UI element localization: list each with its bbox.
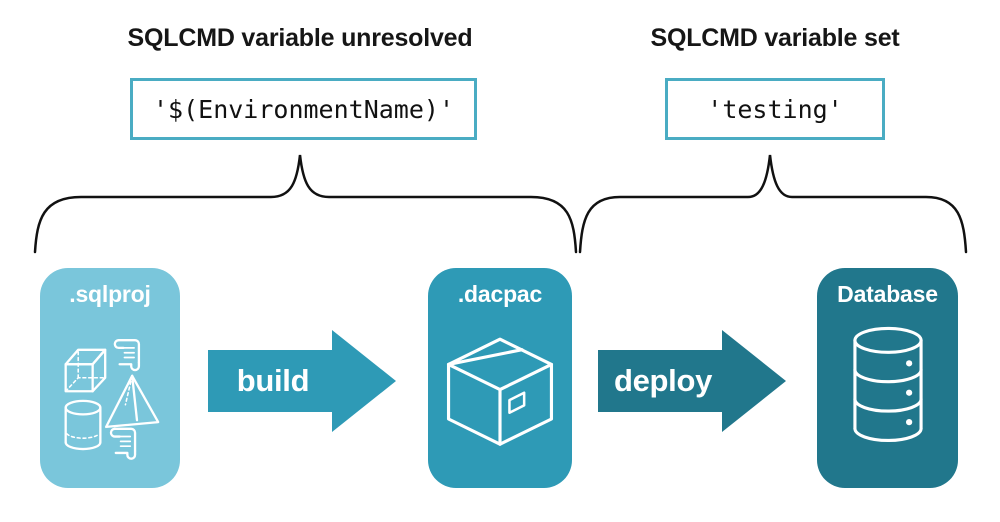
code-box-environment-variable: '$(EnvironmentName)' bbox=[130, 78, 477, 140]
script-scroll-icon bbox=[109, 427, 137, 460]
left-brace bbox=[33, 154, 578, 254]
build-arrow-label: build bbox=[236, 363, 310, 398]
node-database-label: Database bbox=[837, 281, 938, 307]
deploy-arrow-label: deploy bbox=[613, 363, 713, 398]
heading-variable-set: SQLCMD variable set bbox=[650, 23, 900, 52]
code-box-testing-value: 'testing' bbox=[665, 78, 885, 140]
deploy-arrow bbox=[598, 330, 786, 432]
code-text-set: 'testing' bbox=[707, 94, 843, 124]
build-arrow bbox=[208, 330, 396, 432]
node-dacpac: .dacpac bbox=[428, 268, 572, 488]
pyramid-icon bbox=[104, 374, 160, 429]
sql-project-objects-icon bbox=[40, 308, 180, 488]
code-text-unresolved: '$(EnvironmentName)' bbox=[152, 94, 455, 124]
database-icon bbox=[817, 308, 958, 488]
script-scroll-icon bbox=[113, 339, 141, 372]
node-sqlproj-label: .sqlproj bbox=[69, 281, 151, 307]
cube-icon bbox=[64, 348, 107, 393]
node-database: Database bbox=[817, 268, 958, 488]
package-icon bbox=[428, 308, 572, 488]
right-brace bbox=[578, 154, 968, 254]
cylinder-icon bbox=[64, 399, 102, 451]
node-sqlproj: .sqlproj bbox=[40, 268, 180, 488]
heading-variable-unresolved: SQLCMD variable unresolved bbox=[127, 23, 473, 52]
node-dacpac-label: .dacpac bbox=[457, 281, 543, 307]
